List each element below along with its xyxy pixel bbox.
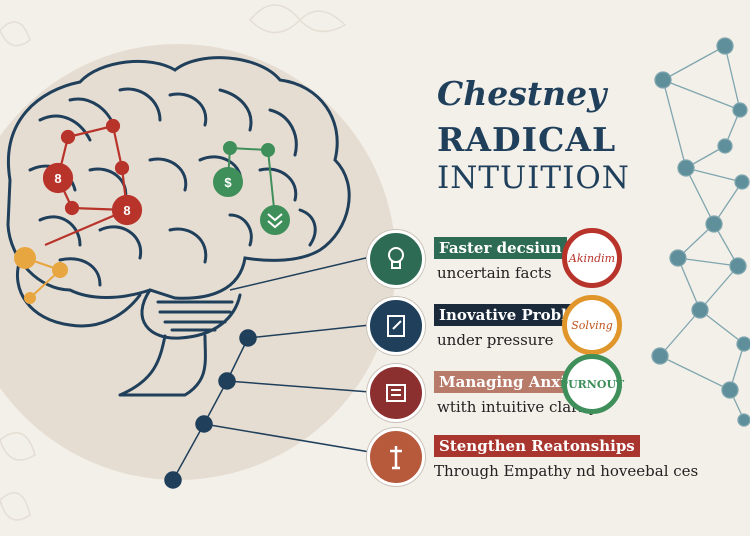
green-network bbox=[213, 141, 290, 235]
chevron-down-icon bbox=[267, 213, 283, 229]
connector-lines bbox=[164, 256, 371, 489]
benefit-sub-4: Through Empathy nd hoveebal ces bbox=[434, 462, 699, 480]
benefit-sub-1: uncertain facts bbox=[437, 264, 552, 282]
title-intuition: INTUITION bbox=[437, 160, 630, 196]
benefit-item-3: Managing Anxiety wtith intuitive clarity… bbox=[367, 354, 747, 422]
brain-node-label-2: 8 bbox=[123, 203, 130, 218]
benefit-item-2: Inovative Problen under pressure Solving bbox=[367, 295, 747, 355]
benefit-sub-2: under pressure bbox=[437, 331, 554, 349]
benefit-label-1: Faster decsiun bbox=[434, 237, 567, 259]
brain-node-label-3: $ bbox=[224, 175, 232, 190]
right-network bbox=[651, 37, 750, 427]
title-radical: RADICAL bbox=[437, 120, 617, 159]
badge-2: Solving bbox=[562, 295, 622, 355]
badge-3: PURNOUT bbox=[560, 354, 624, 414]
document-icon bbox=[367, 297, 425, 355]
yellow-network bbox=[14, 247, 68, 304]
torch-icon bbox=[367, 428, 425, 486]
background-circle bbox=[0, 44, 396, 480]
badge-1: Akindim bbox=[562, 228, 622, 288]
leaf-decoration-top bbox=[0, 4, 347, 521]
lightbulb-icon bbox=[367, 230, 425, 288]
benefit-label-2: Inovative Problen bbox=[434, 304, 593, 326]
benefit-item-4: Stengthen Reatonships Through Empathy nd… bbox=[367, 428, 747, 486]
brain-node-label-1: 8 bbox=[54, 171, 61, 186]
benefit-label-4: Stengthen Reatonships bbox=[434, 435, 640, 457]
red-network bbox=[42, 118, 143, 247]
benefit-sub-3: wtith intuitive clarity bbox=[437, 398, 598, 416]
book-icon bbox=[367, 364, 425, 422]
benefit-item-1: Faster decsiun uncertain facts Akindim bbox=[367, 228, 747, 288]
author-name: Chestney bbox=[437, 74, 607, 113]
benefit-label-3: Managing Anxiety bbox=[434, 371, 597, 393]
